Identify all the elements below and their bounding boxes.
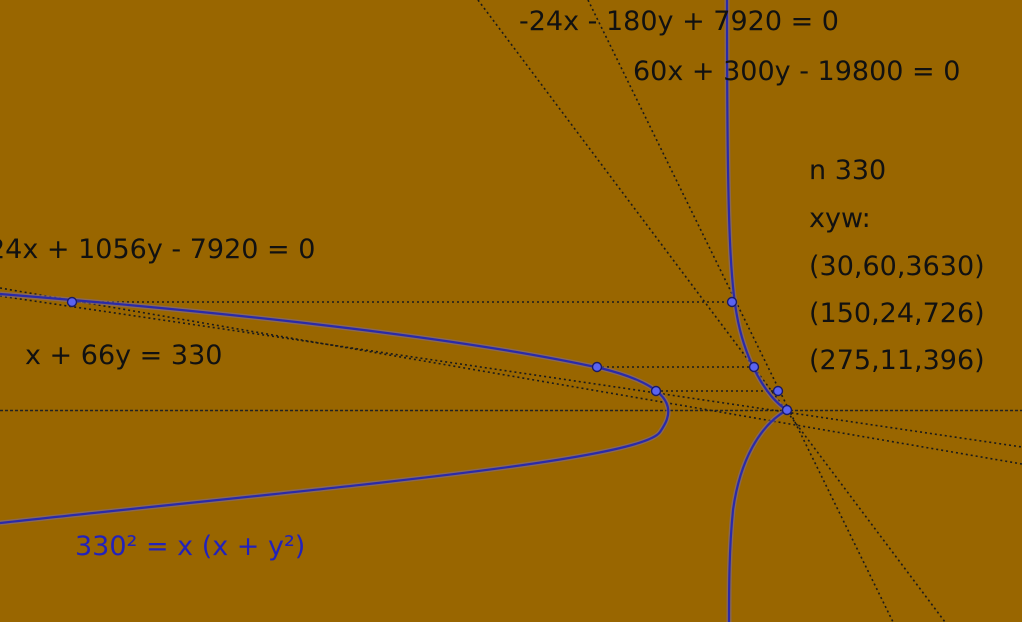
point-icon[interactable] [726, 296, 738, 308]
line-x-66y[interactable] [0, 295, 1022, 448]
point-icon[interactable] [748, 361, 760, 373]
equation-label-curve[interactable]: 330² = x (x + y²) [75, 531, 306, 562]
info-n-value: n 330 [809, 155, 887, 186]
info-triple-1: (30,60,3630) [809, 251, 985, 282]
equation-label-line2[interactable]: 60x + 300y - 19800 = 0 [633, 56, 961, 87]
points [66, 296, 793, 416]
point-icon[interactable] [66, 296, 78, 308]
info-xyw-header: xyw: [809, 203, 871, 234]
curve-branch-left[interactable] [0, 292, 670, 525]
info-triple-2: (150,24,726) [809, 298, 985, 329]
curve-branch-lower-right[interactable] [727, 409, 788, 622]
curve-branch-lower-right-halo [726, 407, 789, 622]
equation-label-line1[interactable]: -24x - 180y + 7920 = 0 [519, 6, 839, 37]
point-icon[interactable] [772, 385, 784, 397]
line-60x-300y[interactable] [587, 0, 894, 622]
equation-label-line4[interactable]: x + 66y = 330 [25, 340, 223, 371]
point-icon[interactable] [591, 361, 603, 373]
curve-branches[interactable] [0, 0, 789, 622]
equation-label-line3[interactable]: 24x + 1056y - 7920 = 0 [0, 234, 316, 265]
point-icon[interactable] [650, 385, 662, 397]
info-triple-3: (275,11,396) [809, 345, 985, 376]
point-icon[interactable] [781, 404, 793, 416]
